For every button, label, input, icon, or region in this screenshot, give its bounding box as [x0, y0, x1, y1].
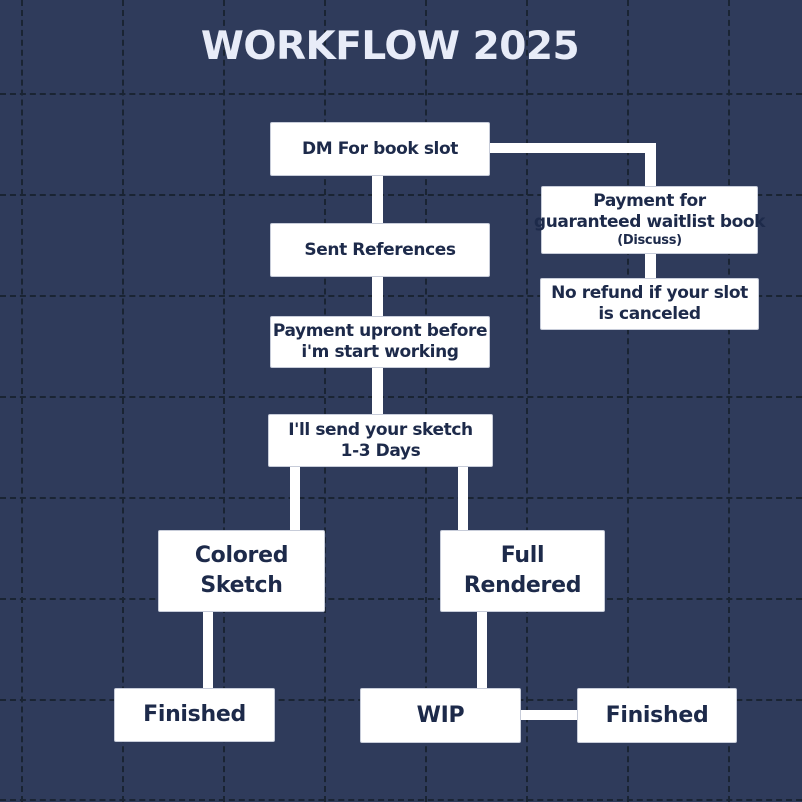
- grid-line-horizontal: [0, 497, 802, 499]
- node-label: Full Rendered: [463, 543, 582, 598]
- grid-line-horizontal: [0, 598, 802, 600]
- node-label: Sent References: [304, 239, 456, 260]
- node-label: WIP: [416, 702, 465, 728]
- node-finished-right: Finished: [577, 688, 737, 743]
- connector-full-to-wip: [477, 611, 487, 689]
- connector-sketch-to-colored: [290, 466, 300, 531]
- connector-dm-to-waitlist-horizontal: [488, 143, 656, 153]
- grid-line-vertical: [728, 0, 730, 802]
- connector-waitlist-to-norefund: [645, 253, 656, 280]
- grid-line-horizontal: [0, 799, 802, 801]
- node-payment-upfront: Payment upront before i'm start working: [270, 316, 490, 368]
- node-label: Payment for guaranteed waitlist book: [533, 191, 766, 232]
- node-wip: WIP: [360, 688, 521, 743]
- grid-line-vertical: [21, 0, 23, 802]
- connector-colored-to-finished: [203, 611, 213, 689]
- node-label: Finished: [143, 702, 246, 728]
- grid-line-vertical: [526, 0, 528, 802]
- node-label: I'll send your sketch 1-3 Days: [288, 419, 473, 461]
- node-sublabel: (Discuss): [617, 232, 682, 248]
- grid-line-vertical: [122, 0, 124, 802]
- connector-payment-to-sketch: [372, 367, 383, 416]
- node-finished-left: Finished: [114, 688, 275, 742]
- connector-references-to-payment: [372, 276, 383, 318]
- page-title: WORKFLOW 2025: [200, 24, 580, 69]
- node-waitlist-payment: Payment for guaranteed waitlist book (Di…: [534, 186, 765, 254]
- node-label: Finished: [605, 702, 709, 728]
- grid-line-vertical: [324, 0, 326, 802]
- node-full-rendered: Full Rendered: [440, 530, 605, 612]
- grid-line-vertical: [223, 0, 225, 802]
- connector-wip-to-finished: [520, 710, 578, 720]
- grid-line-horizontal: [0, 93, 802, 95]
- node-label: Colored Sketch: [194, 543, 289, 598]
- grid-line-horizontal: [0, 396, 802, 398]
- grid-line-vertical: [425, 0, 427, 802]
- node-no-refund: No refund if your slot is canceled: [540, 278, 759, 330]
- node-sent-references: Sent References: [270, 223, 490, 277]
- node-label: Payment upront before i'm start working: [272, 321, 488, 362]
- node-label: DM For book slot: [302, 138, 458, 159]
- node-dm-for-book-slot: DM For book slot: [270, 122, 490, 176]
- connector-sketch-to-full: [458, 466, 468, 531]
- grid-line-vertical: [627, 0, 629, 802]
- node-send-sketch: I'll send your sketch 1-3 Days: [268, 414, 493, 467]
- node-colored-sketch: Colored Sketch: [158, 530, 325, 612]
- connector-dm-to-references: [372, 176, 383, 224]
- connector-dm-to-waitlist-vertical: [645, 143, 656, 188]
- node-label: No refund if your slot is canceled: [551, 283, 748, 324]
